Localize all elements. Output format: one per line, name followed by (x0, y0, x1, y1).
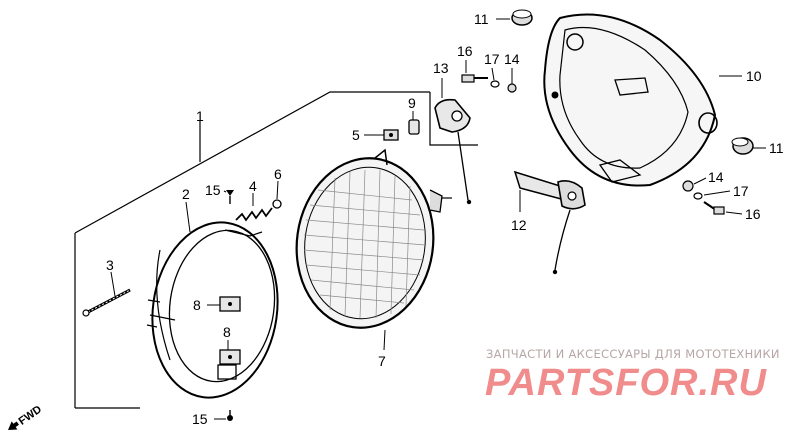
arrow-icon (8, 421, 19, 430)
bolt-16-lower (703, 201, 725, 215)
screw-15-lower (227, 410, 233, 421)
label-part-7: 7 (378, 353, 386, 369)
label-part-11-right: 11 (769, 140, 784, 156)
label-part-14-lower: 14 (708, 169, 724, 185)
washer-17-lower (693, 192, 703, 200)
headlight-case (543, 13, 718, 187)
label-part-10: 10 (746, 68, 762, 84)
label-part-2: 2 (182, 186, 190, 202)
label-part-9: 9 (408, 95, 416, 111)
screw-5 (383, 129, 399, 141)
label-part-16-lower: 16 (745, 206, 761, 222)
adjusting-spring-4 (235, 207, 273, 222)
label-part-12: 12 (511, 217, 527, 233)
sealed-beam-unit (295, 148, 452, 329)
label-part-11-top: 11 (474, 11, 489, 27)
label-part-13: 13 (433, 60, 449, 76)
label-part-6: 6 (274, 166, 282, 182)
fwd-label: FWD (17, 403, 44, 427)
headlight-rim (146, 221, 279, 399)
washer-17-upper (490, 80, 500, 88)
label-part-8-upper: 8 (193, 297, 201, 313)
nut-6 (272, 199, 282, 209)
collar-9 (408, 119, 420, 135)
nut-clip-8-lower (219, 349, 241, 365)
watermark-brand-logo: PARTSFOR.RU (485, 362, 767, 404)
rubber-bushing-right (731, 137, 754, 155)
adjusting-screw-3 (82, 288, 131, 317)
part-number-labels: 1 2 3 4 5 6 7 8 8 9 10 11 11 12 13 14 14… (106, 11, 784, 427)
label-part-17-lower: 17 (733, 183, 749, 199)
label-part-1: 1 (196, 108, 204, 124)
label-part-16-upper: 16 (457, 43, 473, 59)
watermark: ЗАПЧАСТИ И АКСЕССУАРЫ ДЛЯ МОТОТЕХНИКИ PA… (485, 347, 780, 404)
rubber-bushing-top (511, 9, 533, 26)
left-mounting-bracket (434, 98, 472, 205)
screw-15-upper (226, 190, 234, 204)
assembly-bracket-1 (74, 91, 478, 409)
bolt-16-upper (461, 74, 488, 83)
right-mounting-bracket (513, 170, 586, 275)
label-part-3: 3 (106, 257, 114, 273)
leader-lines (110, 18, 766, 420)
nut-14-lower (682, 180, 694, 192)
watermark-subtitle: ЗАПЧАСТИ И АКСЕССУАРЫ ДЛЯ МОТОТЕХНИКИ (486, 347, 780, 361)
nut-14-upper (507, 83, 517, 93)
label-part-17-upper: 17 (484, 51, 500, 67)
label-part-4: 4 (249, 178, 257, 194)
label-part-15-lower: 15 (192, 411, 208, 427)
label-part-8-lower: 8 (223, 324, 231, 340)
forward-direction-marker: FWD (8, 403, 44, 430)
label-part-5: 5 (352, 127, 360, 143)
label-part-14-upper: 14 (504, 51, 520, 67)
nut-clip-8-upper (219, 296, 241, 312)
label-part-15-upper: 15 (205, 182, 221, 198)
